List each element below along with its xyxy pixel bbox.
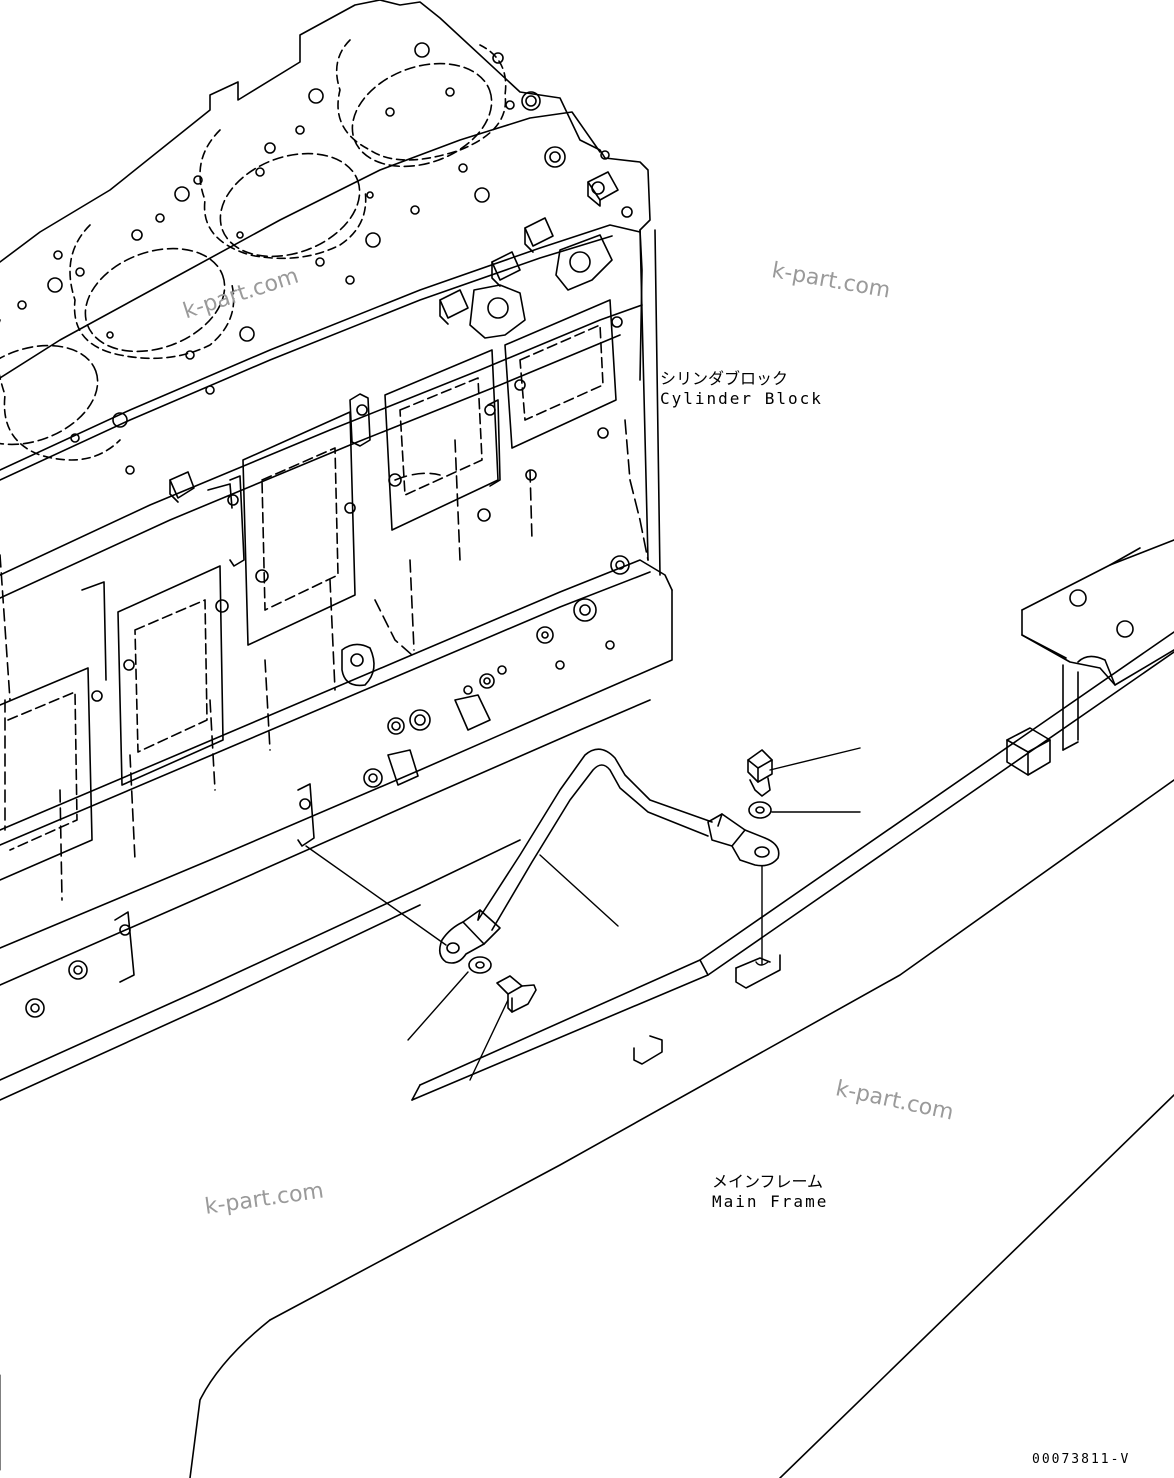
main-frame-label: メインフレーム Main Frame [712, 1172, 828, 1212]
main-frame [0, 539, 1174, 1478]
fasteners [468, 749, 773, 1013]
ground-cable [438, 748, 780, 964]
main-frame-label-en: Main Frame [712, 1192, 829, 1211]
leader-lines [305, 747, 861, 1081]
cylinder-block [0, 0, 673, 1101]
cylinder-block-label-en: Cylinder Block [660, 389, 823, 408]
drawing-code: 00073811-V [1032, 1452, 1131, 1467]
cylinder-block-label-jp: シリンダブロック [660, 369, 789, 388]
cylinder-block-label: シリンダブロック Cylinder Block [660, 369, 823, 409]
main-frame-label-jp: メインフレーム [712, 1172, 824, 1191]
